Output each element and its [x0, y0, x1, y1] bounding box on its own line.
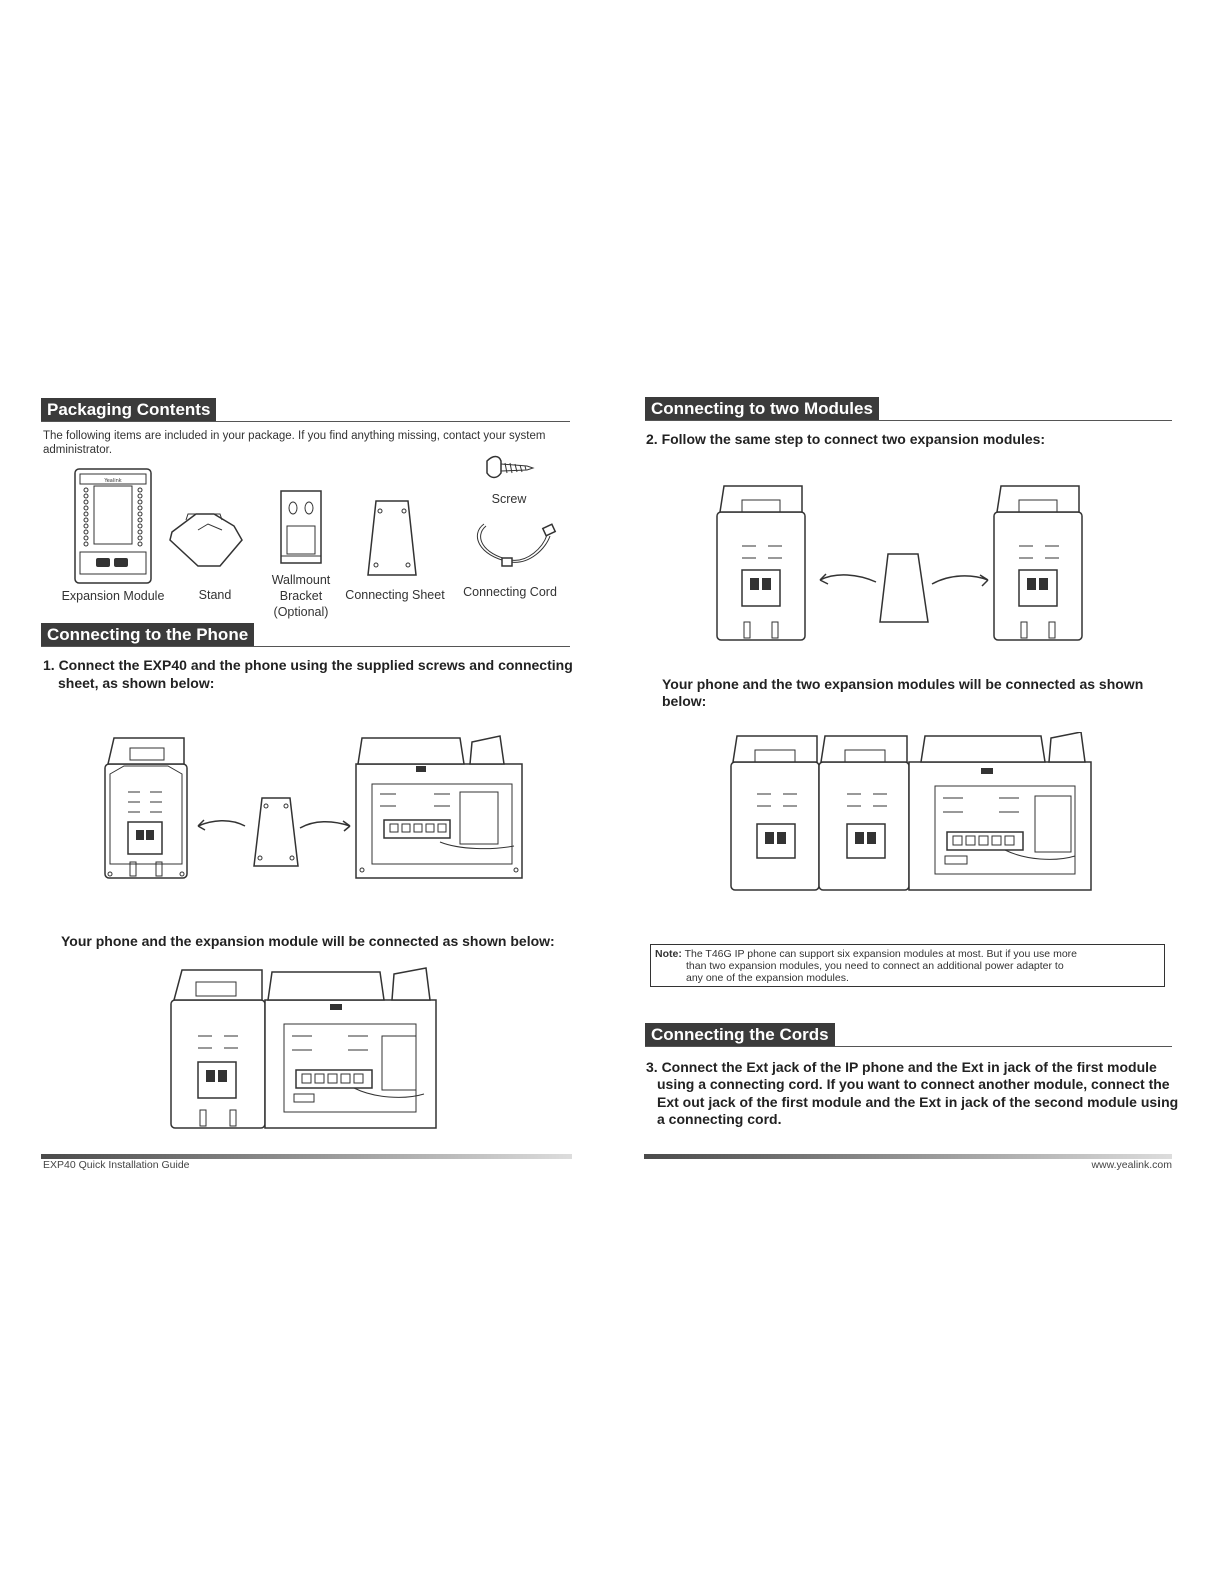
module-back-drawing: [730, 735, 820, 891]
module-keys-left: [83, 487, 89, 547]
expansion-module-illustration: Yealink: [74, 468, 152, 584]
connecting-phone-header: Connecting to the Phone: [41, 623, 570, 647]
module-back-drawing: [104, 737, 188, 879]
left-footer-text: EXP40 Quick Installation Guide: [43, 1159, 190, 1171]
right-footer-text: www.yealink.com: [1091, 1159, 1172, 1171]
connecting-sheet-drawing: [253, 797, 299, 867]
caption-expansion-module: Expansion Module: [61, 589, 165, 603]
step2-text: 2. Follow the same step to connect two e…: [646, 431, 1046, 447]
connecting-cord-illustration: [476, 523, 557, 567]
caption-connecting-cord: Connecting Cord: [463, 585, 557, 599]
step3-line1: 3. Connect the Ext jack of the IP phone …: [646, 1059, 1157, 1075]
caption-wallmount-1: Wallmount: [271, 573, 331, 587]
module-back-drawing: [993, 485, 1083, 641]
module-back-drawing: [170, 969, 266, 1129]
phone-back-drawing: [264, 967, 437, 1129]
module-back-drawing: [716, 485, 806, 641]
caption-wallmount-3: (Optional): [273, 605, 329, 619]
two-modules-result-line1: Your phone and the two expansion modules…: [662, 676, 1144, 692]
packaging-intro: The following items are included in your…: [43, 430, 546, 456]
device-brand-label: Yealink: [103, 478, 121, 484]
two-modules-header: Connecting to two Modules: [645, 397, 1172, 421]
two-modules-title: Connecting to two Modules: [645, 397, 879, 421]
step1-line2: sheet, as shown below:: [58, 675, 215, 691]
step3-line4: a connecting cord.: [657, 1111, 782, 1127]
caption-wallmount-2: Bracket: [279, 589, 323, 603]
right-footer-bar: [644, 1154, 1172, 1159]
section-rule: [645, 1046, 1172, 1047]
two-modules-phone-connected-illustration: [730, 732, 1092, 891]
note-line1: Note: The T46G IP phone can support six …: [655, 948, 1160, 960]
section-rule: [41, 646, 570, 647]
section-rule: [645, 420, 1172, 421]
connecting-cords-title: Connecting the Cords: [645, 1023, 835, 1047]
phone-back-drawing: [908, 732, 1092, 891]
connecting-sheet-illustration: [367, 500, 417, 576]
note-text-line2: than two expansion modules, you need to …: [686, 960, 1064, 972]
step3-line3: Ext out jack of the first module and the…: [657, 1094, 1179, 1110]
phone-connected-result: Your phone and the expansion module will…: [61, 933, 555, 949]
screw-illustration: [486, 455, 535, 479]
packaging-contents-header: Packaging Contents: [41, 398, 570, 422]
stand-illustration: [169, 513, 243, 567]
note-box: Note: The T46G IP phone can support six …: [650, 944, 1165, 987]
left-footer-bar: [41, 1154, 572, 1159]
module-back-drawing: [818, 735, 910, 891]
two-modules-sheet-illustration: [716, 485, 1083, 641]
section-rule: [41, 421, 570, 422]
wallmount-bracket-illustration: [280, 490, 322, 564]
packaging-contents-title: Packaging Contents: [41, 398, 217, 422]
step3-line2: using a connecting cord. If you want to …: [657, 1076, 1170, 1092]
note-label: Note:: [655, 948, 682, 960]
caption-screw: Screw: [491, 492, 527, 506]
caption-connecting-sheet: Connecting Sheet: [345, 588, 445, 602]
module-sheet-phone-illustration: [104, 735, 523, 879]
two-modules-result-line2: below:: [662, 693, 707, 709]
module-keys-right: [137, 487, 143, 547]
connecting-sheet-drawing: [879, 553, 929, 623]
connecting-phone-title: Connecting to the Phone: [41, 623, 255, 647]
phone-back-drawing: [355, 735, 523, 879]
caption-stand: Stand: [198, 588, 232, 602]
step1-line1: 1. Connect the EXP40 and the phone using…: [43, 657, 573, 673]
note-text-line1: The T46G IP phone can support six expans…: [684, 948, 1077, 960]
connecting-cords-header: Connecting the Cords: [645, 1023, 1172, 1047]
module-phone-connected-illustration: [170, 967, 437, 1129]
note-text-line3: any one of the expansion modules.: [686, 972, 849, 984]
